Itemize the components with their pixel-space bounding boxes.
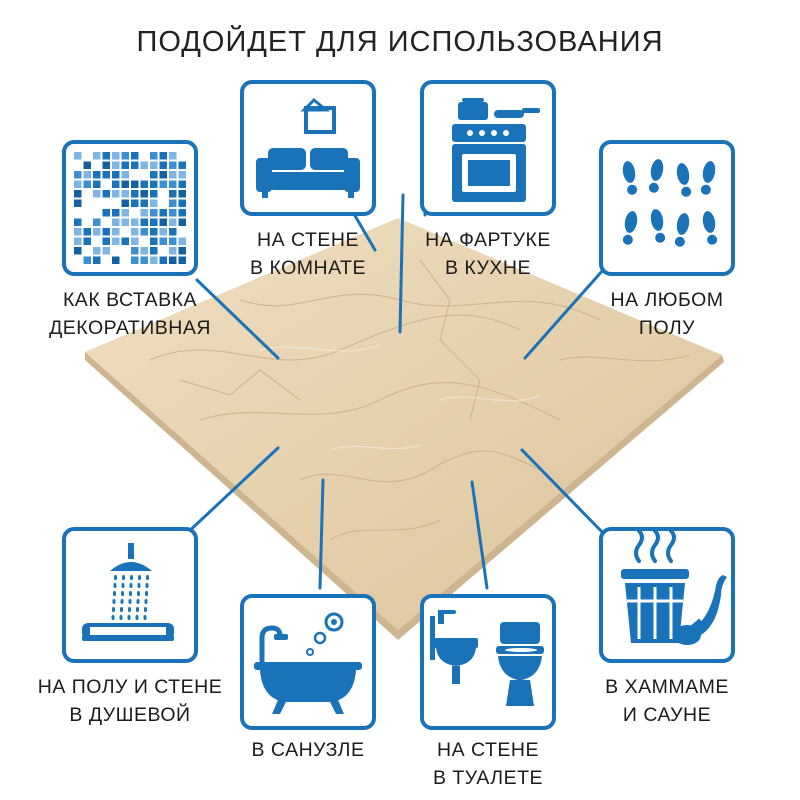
sauna-bucket-icon bbox=[621, 531, 727, 645]
use-card-kitchen-backsplash bbox=[420, 80, 556, 216]
use-label-any-floor: НА ЛЮБОМ ПОЛУ bbox=[610, 289, 724, 339]
use-label-kitchen-backsplash: НА ФАРТУКЕ В КУХНЕ bbox=[425, 229, 551, 279]
use-card-bathroom bbox=[240, 594, 376, 730]
shower-icon bbox=[82, 543, 174, 641]
mosaic-icon bbox=[74, 152, 186, 264]
use-card-shower bbox=[62, 527, 198, 663]
use-label-toilet: НА СТЕНЕ В ТУАЛЕТЕ bbox=[432, 739, 544, 789]
use-label-sauna: В ХАММАМЕ И САУНЕ bbox=[605, 676, 729, 726]
use-label-room-wall: НА СТЕНЕ В КОМНАТЕ bbox=[250, 229, 366, 279]
connector-lines bbox=[183, 193, 607, 590]
footprints-icon bbox=[622, 159, 718, 247]
use-card-any-floor bbox=[599, 140, 735, 276]
use-label-decor-insert: КАК ВСТАВКА ДЕКОРАТИВНАЯ bbox=[49, 289, 211, 339]
stove-icon bbox=[452, 98, 540, 202]
use-label-shower: НА ПОЛУ И СТЕНЕ В ДУШЕВОЙ bbox=[37, 676, 223, 726]
page-title: ПОДОЙДЕТ ДЛЯ ИСПОЛЬЗОВАНИЯ bbox=[136, 26, 664, 58]
use-card-decor-insert bbox=[62, 140, 198, 276]
marble-veins bbox=[149, 259, 691, 541]
bathtub-icon bbox=[254, 612, 362, 714]
sofa-icon bbox=[256, 97, 360, 198]
use-card-room-wall bbox=[240, 80, 376, 216]
marble-tile bbox=[85, 218, 722, 630]
use-card-sauna bbox=[599, 527, 735, 663]
use-label-bathroom: В САНУЗЛЕ bbox=[251, 739, 365, 761]
toilet-icon bbox=[430, 610, 544, 706]
use-card-toilet bbox=[420, 594, 556, 730]
